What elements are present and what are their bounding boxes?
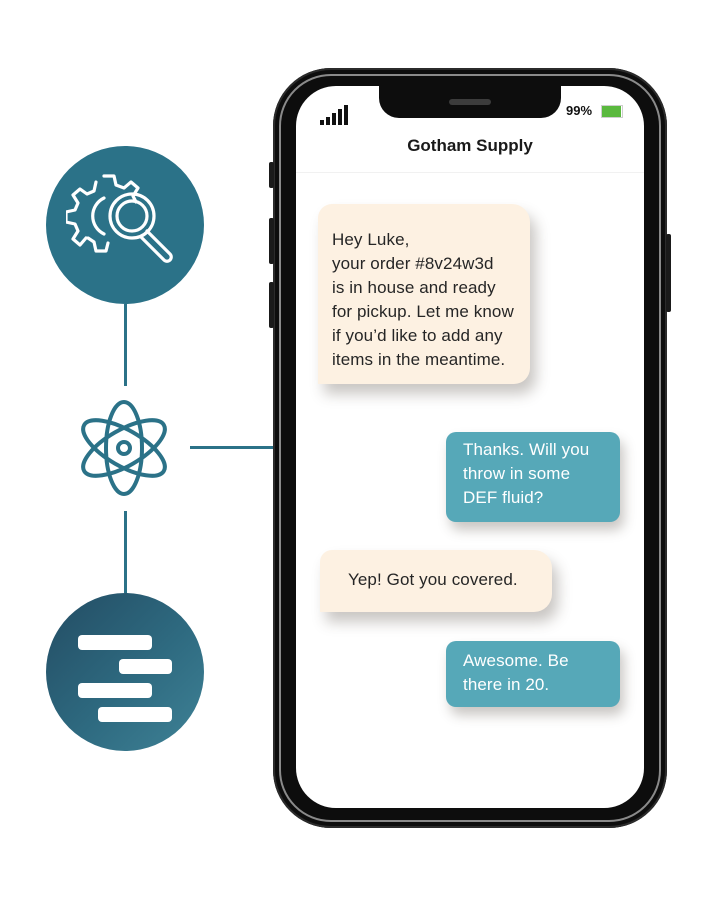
message-outgoing: Thanks. Will you throw in some DEF fluid…	[446, 432, 620, 522]
connector-line	[124, 511, 127, 593]
conversation-title: Gotham Supply	[407, 136, 533, 155]
notch	[379, 86, 561, 118]
connector-line	[124, 304, 127, 386]
battery-icon	[601, 105, 623, 118]
volume-up-button	[269, 218, 274, 264]
message-incoming: Hey Luke, your order #8v24w3d is in hous…	[318, 204, 530, 384]
settings-search-step	[46, 146, 204, 304]
power-button	[666, 234, 671, 312]
message-outgoing: Awesome. Be there in 20.	[446, 641, 620, 707]
signal-bars-icon	[320, 105, 350, 125]
speaker-grille	[449, 99, 491, 105]
volume-down-button	[269, 282, 274, 328]
text-summary-step	[46, 593, 204, 751]
phone-screen: 99% Gotham Supply Hey Luke, your order #…	[296, 86, 644, 808]
message-incoming: Yep! Got you covered.	[320, 550, 552, 612]
header-divider	[296, 172, 644, 173]
mute-switch	[269, 162, 274, 188]
connector-line-to-phone	[190, 446, 276, 449]
atom-icon	[81, 400, 167, 496]
battery-percent: 99%	[566, 103, 593, 118]
gear-magnifier-icon	[66, 174, 173, 263]
